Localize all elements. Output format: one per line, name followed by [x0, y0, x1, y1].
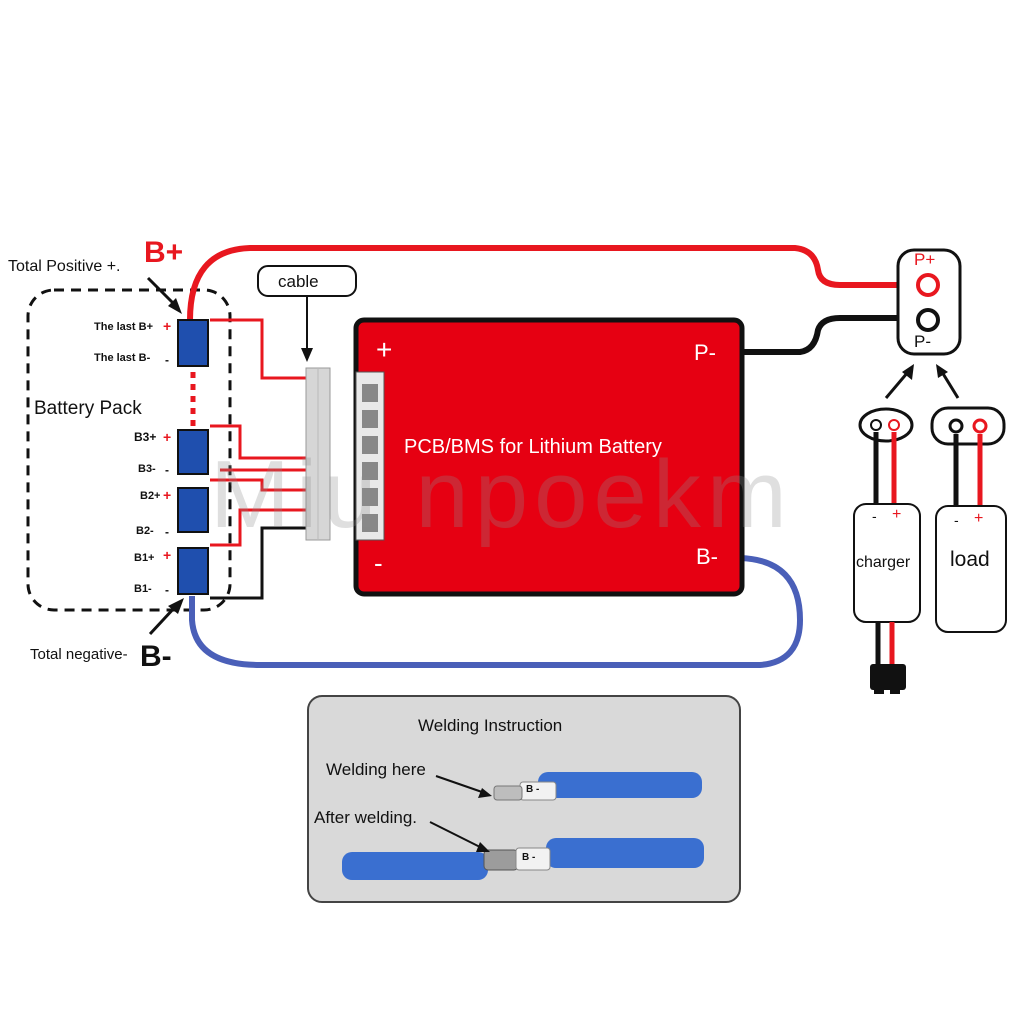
charger-minus-sign: -: [872, 508, 877, 524]
bms-b-minus-label: B-: [696, 544, 718, 569]
b-minus-label: B-: [140, 640, 172, 673]
b1-plus-label: B1+: [134, 552, 155, 564]
cell-last: [177, 319, 209, 367]
positive-wire: [187, 245, 922, 321]
bms-minus-label: -: [374, 548, 383, 578]
charger-box: [853, 503, 921, 623]
battery-pack-label: Battery Pack: [34, 398, 142, 419]
cable-label: cable: [278, 272, 319, 291]
b-plus-label: B+: [144, 236, 184, 269]
b3-minus-label: B3-: [138, 463, 156, 475]
wire-after-weld: [342, 852, 488, 880]
welding-here-label: Welding here: [326, 760, 426, 779]
sleeve-label-top: B -: [526, 784, 540, 795]
charger-plug: [858, 407, 914, 443]
output-port: [896, 248, 962, 356]
last-b-plus-label: The last B+: [94, 321, 153, 333]
charger-connector: [870, 664, 906, 690]
cell-b1: [177, 547, 209, 595]
charger-label: charger: [856, 554, 911, 571]
load-plus-sign: +: [974, 510, 984, 527]
wire-before-weld: [538, 772, 702, 798]
welding-title: Welding Instruction: [418, 716, 563, 735]
load-label: load: [950, 548, 990, 571]
sleeve-label-bottom: B -: [522, 852, 536, 863]
svg-text:+: +: [163, 547, 171, 563]
p-plus-terminal: [916, 273, 940, 297]
battery-pack-frame: [26, 288, 232, 612]
total-negative-label: Total negative-: [30, 646, 128, 663]
svg-text:-: -: [165, 525, 169, 539]
watermark: Miu npoekm: [210, 441, 793, 548]
p-minus-terminal: [916, 308, 940, 332]
load-plug: [930, 406, 1006, 446]
svg-text:-: -: [165, 463, 169, 477]
p-plus-label: P+: [914, 250, 936, 269]
svg-text:+: +: [163, 318, 171, 334]
b1-minus-label: B1-: [134, 583, 152, 595]
b3-plus-label: B3+: [134, 430, 157, 444]
load-box: [935, 505, 1007, 633]
svg-text:-: -: [165, 353, 169, 367]
svg-text:+: +: [163, 429, 171, 445]
after-welding-label: After welding.: [314, 808, 417, 827]
charger-plus-sign: +: [892, 506, 902, 523]
bms-p-minus-label: P-: [694, 340, 716, 365]
bms-plus-label: +: [376, 334, 393, 365]
svg-text:+: +: [163, 487, 171, 503]
bms-title: PCB/BMS for Lithium Battery: [404, 436, 662, 458]
svg-text:-: -: [165, 583, 169, 597]
total-positive-label: Total Positive +.: [8, 258, 121, 275]
cell-b2: [177, 487, 209, 533]
last-b-minus-label: The last B-: [94, 352, 151, 364]
b2-plus-label: B2+: [140, 490, 161, 502]
p-minus-label: P-: [914, 332, 931, 351]
b2-minus-label: B2-: [136, 525, 154, 537]
negative-wire: [189, 555, 804, 668]
load-minus-sign: -: [954, 512, 959, 528]
cell-b3: [177, 429, 209, 475]
p-minus-wire: [742, 315, 920, 355]
